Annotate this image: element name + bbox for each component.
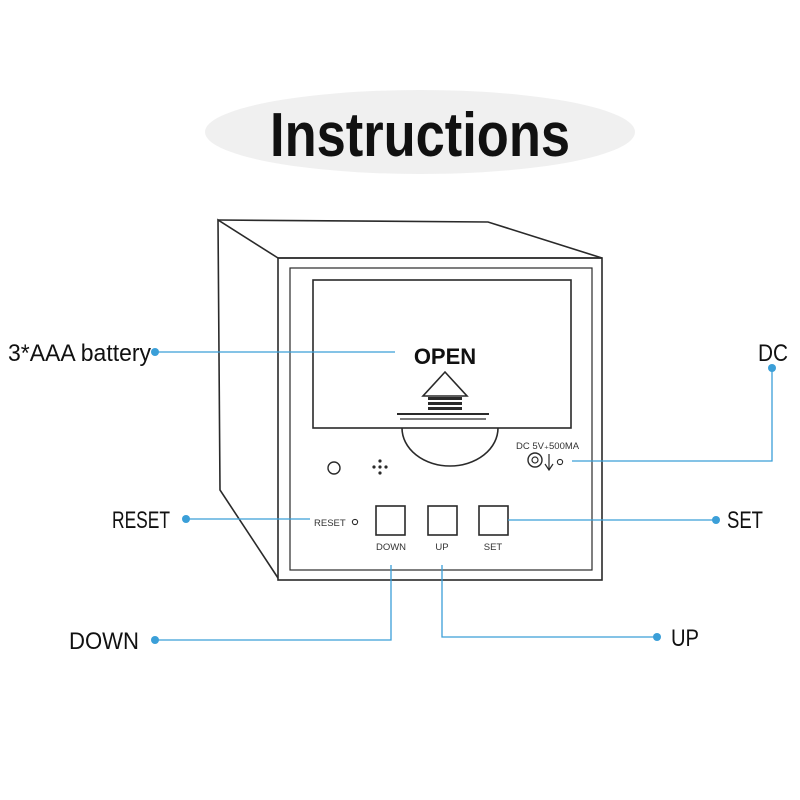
title-glow: [205, 90, 635, 174]
down-button[interactable]: [375, 505, 406, 536]
open-arrow-icon: [397, 370, 489, 420]
callout-down: DOWN: [69, 628, 139, 655]
up-button[interactable]: [427, 505, 458, 536]
dc-port-jack-icon: [527, 452, 543, 468]
battery-cover-grip: [401, 427, 499, 467]
callout-up: UP: [671, 625, 699, 652]
callout-line-up: [441, 565, 657, 638]
device-front-inner: [289, 267, 593, 571]
light-sensor-icon: [327, 461, 341, 475]
dc-port-dot: [556, 458, 564, 466]
callout-dots: [151, 348, 776, 644]
dc-polarity-icon: [544, 454, 554, 472]
set-button-label: SET: [484, 542, 503, 553]
device-top-face: [217, 219, 603, 259]
set-button[interactable]: [478, 505, 509, 536]
battery-cover-open-label: OPEN: [414, 344, 476, 369]
callout-line-down: [155, 565, 392, 641]
up-button-label: UP: [435, 542, 448, 553]
dc-port-label: DC 5V₊500MA: [516, 441, 580, 452]
device: [217, 218, 603, 581]
callout-set: SET: [727, 507, 763, 534]
callout-dc: DC: [758, 340, 788, 367]
down-button-label: DOWN: [376, 542, 406, 553]
callout-line-dc: [572, 368, 773, 462]
dc-port-jack-center: [531, 456, 539, 464]
reset-pinhole-icon: [351, 518, 359, 526]
speaker-grille-icon: [372, 459, 388, 475]
callout-battery: 3*AAA battery: [8, 340, 151, 367]
device-side-face: [217, 218, 279, 579]
callout-lines: [155, 351, 773, 641]
title-group: Instructions: [205, 90, 635, 174]
page-title: Instructions: [270, 101, 570, 170]
device-reset-label: RESET: [314, 518, 346, 529]
device-front-face: [277, 257, 603, 581]
callout-reset: RESET: [112, 507, 170, 534]
battery-cover: [312, 279, 572, 429]
